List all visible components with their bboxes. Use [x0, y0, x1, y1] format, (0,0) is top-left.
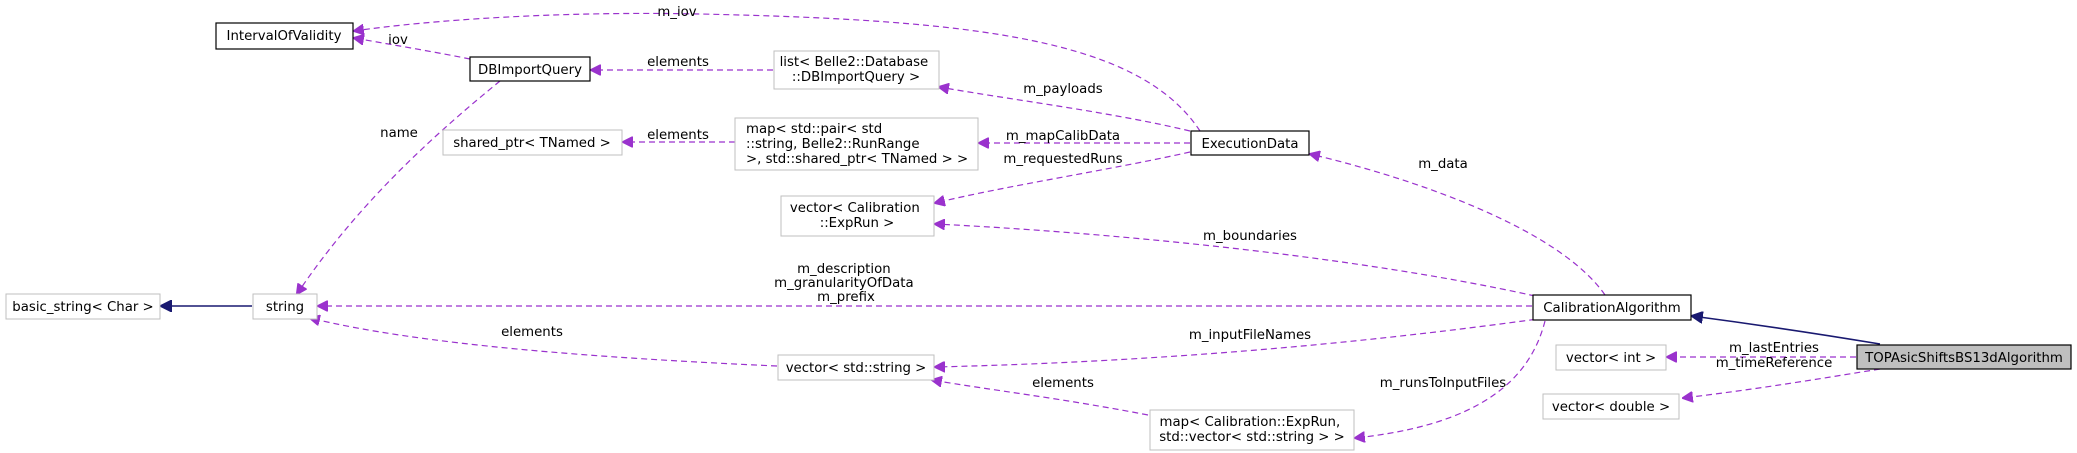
- node-vector-int[interactable]: vector< int >: [1555, 344, 1667, 371]
- label-m-map-calib-data: m_mapCalibData: [1006, 129, 1120, 144]
- svg-text:TOPAsicShiftsBS13dAlgorithm: TOPAsicShiftsBS13dAlgorithm: [1864, 351, 2063, 366]
- label-m-boundaries: m_boundaries: [1203, 229, 1297, 244]
- svg-text:map< std::pair< std ::: map< std::pair< std ::string, Belle2::Ru…: [746, 122, 968, 167]
- label-name: name: [380, 126, 418, 141]
- edges: [161, 12, 1881, 438]
- edge-m-time-reference: [1683, 368, 1881, 398]
- node-vector-string[interactable]: vector< std::string >: [777, 354, 935, 381]
- edge-labels: m_iov iov elements m_payloads name eleme…: [380, 5, 1832, 391]
- edge-inherit-calibration: [1692, 316, 1881, 345]
- edge-m-data: [1310, 154, 1606, 296]
- label-m-input-file-names: m_inputFileNames: [1189, 328, 1311, 343]
- edge-m-runs-to-input-files: [1355, 320, 1546, 438]
- svg-text:map< Calibration::ExpRun,: map< Calibration::ExpRun, std::vector< s…: [1159, 415, 1345, 445]
- label-elements-map: elements: [1032, 376, 1094, 391]
- svg-text:vector< int >: vector< int >: [1566, 351, 1656, 366]
- node-basic-string[interactable]: basic_string< Char >: [5, 293, 161, 320]
- svg-text:vector< std::string >: vector< std::string >: [786, 361, 927, 376]
- label-elements-shared: elements: [647, 128, 709, 143]
- node-vector-exprun[interactable]: vector< Calibration ::ExpRun >: [780, 195, 935, 237]
- edge-m-boundaries: [935, 224, 1536, 297]
- label-m-payloads: m_payloads: [1023, 82, 1102, 97]
- label-m-runs-to-input-files: m_runsToInputFiles: [1380, 376, 1507, 391]
- node-map-runrange[interactable]: map< std::pair< std ::string, Belle2::Ru…: [734, 117, 979, 171]
- edge-m-input-file-names: [935, 317, 1546, 367]
- edge-m-payloads: [939, 87, 1191, 132]
- label-m-description: m_description m_granularityOfData m_pref…: [774, 262, 918, 305]
- svg-text:vector< double >: vector< double >: [1552, 400, 1670, 415]
- edge-elements-vector: [310, 318, 778, 367]
- label-m-time-reference: m_timeReference: [1716, 356, 1833, 371]
- svg-text:vector< Calibration ::: vector< Calibration ::ExpRun >: [790, 201, 924, 231]
- node-vector-double[interactable]: vector< double >: [1542, 393, 1680, 420]
- nodes: IntervalOfValidity DBImportQuery list< B…: [5, 22, 2072, 451]
- label-m-iov: m_iov: [657, 5, 696, 20]
- label-m-last-entries: m_lastEntries: [1729, 341, 1819, 356]
- svg-text:shared_ptr< TNamed >: shared_ptr< TNamed >: [453, 136, 611, 151]
- edge-name: [297, 80, 501, 294]
- svg-text:string: string: [266, 300, 304, 315]
- svg-text:ExecutionData: ExecutionData: [1202, 137, 1299, 152]
- label-elements-list: elements: [647, 55, 709, 70]
- node-calibration-algorithm[interactable]: CalibrationAlgorithm: [1532, 294, 1692, 321]
- edge-iov: [354, 38, 471, 60]
- svg-text:IntervalOfValidity: IntervalOfValidity: [227, 29, 342, 44]
- svg-text:basic_string< Char >: basic_string< Char >: [12, 300, 153, 315]
- node-execution-data[interactable]: ExecutionData: [1190, 130, 1310, 156]
- node-map-exprun-files[interactable]: map< Calibration::ExpRun, std::vector< s…: [1149, 409, 1355, 451]
- svg-text:list< Belle2::Database: list< Belle2::Database ::DBImportQuery >: [780, 55, 933, 85]
- edge-m-iov: [354, 12, 1201, 132]
- svg-text:DBImportQuery: DBImportQuery: [478, 63, 582, 78]
- edge-m-requested-runs: [935, 151, 1191, 203]
- svg-text:CalibrationAlgorithm: CalibrationAlgorithm: [1543, 301, 1680, 316]
- label-m-requested-runs: m_requestedRuns: [1003, 152, 1122, 167]
- label-m-data: m_data: [1418, 157, 1468, 172]
- node-top-asic-shifts-algorithm[interactable]: TOPAsicShiftsBS13dAlgorithm: [1856, 344, 2072, 370]
- node-db-import-query[interactable]: DBImportQuery: [469, 56, 591, 82]
- edge-elements-map: [932, 380, 1149, 416]
- node-interval-of-validity[interactable]: IntervalOfValidity: [215, 22, 354, 50]
- node-shared-ptr-tnamed[interactable]: shared_ptr< TNamed >: [442, 129, 623, 156]
- label-iov: iov: [388, 33, 408, 48]
- node-string[interactable]: string: [252, 293, 318, 320]
- node-list-dbimportquery[interactable]: list< Belle2::Database ::DBImportQuery >: [773, 50, 940, 90]
- label-elements-vector: elements: [501, 325, 563, 340]
